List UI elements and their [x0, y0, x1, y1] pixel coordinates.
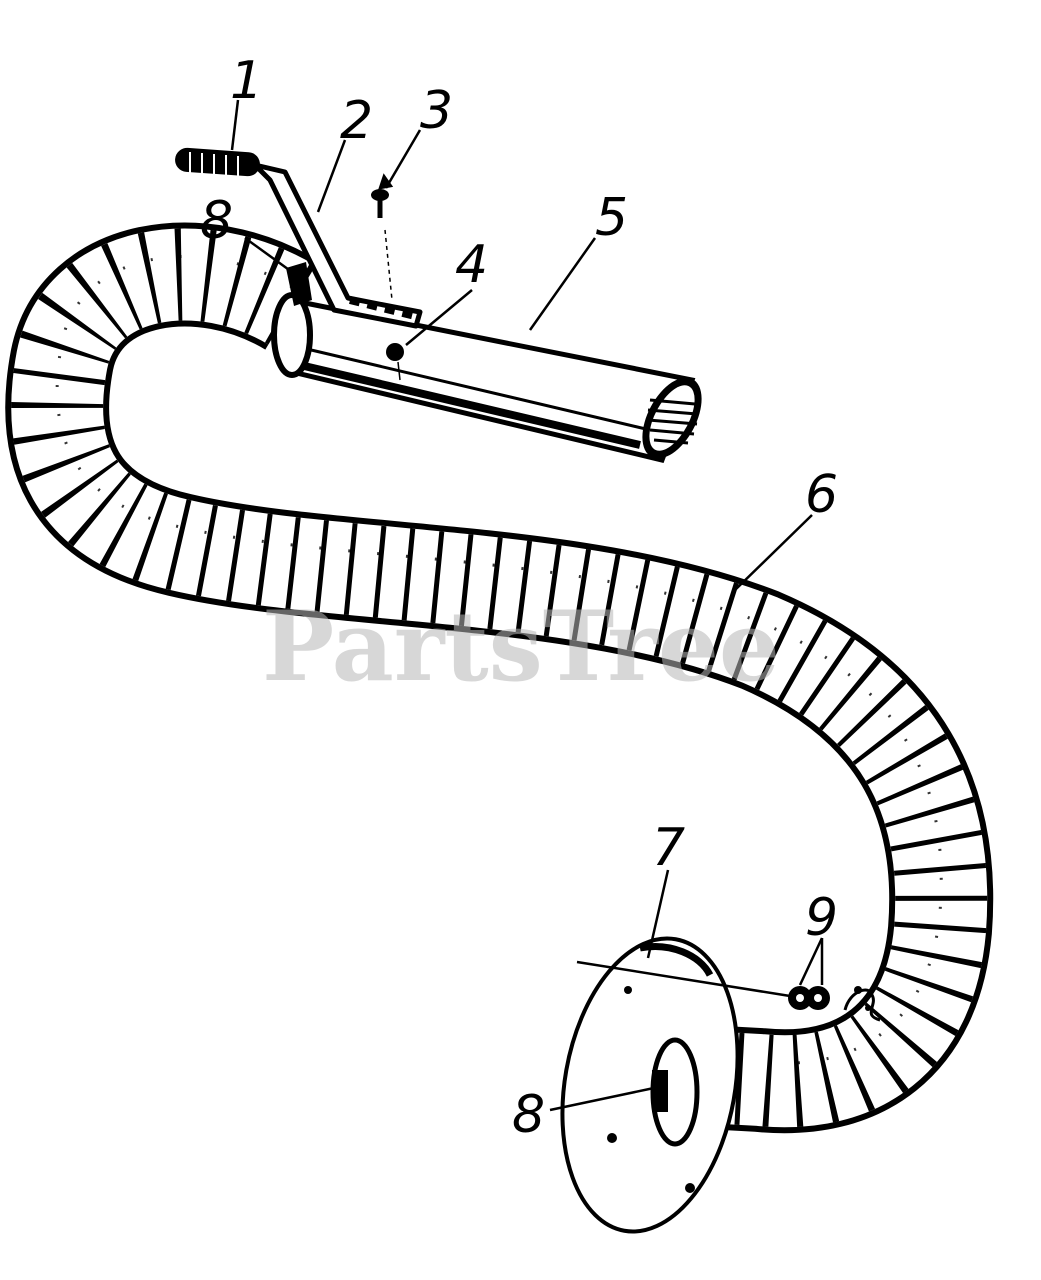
watermark-text: PartsTree: [262, 590, 780, 703]
callout-5: 5: [595, 188, 628, 248]
hose-clamp-bottom: [652, 1070, 668, 1112]
callout-7: 7: [652, 818, 685, 878]
callout-9: 9: [805, 888, 838, 948]
callout-8-bottom: 8: [512, 1085, 545, 1145]
callout-labels: 1 2 3 4 5 6 7 8 8 9: [200, 51, 838, 1145]
hose-clamp-top: [286, 262, 312, 306]
callout-1: 1: [230, 51, 263, 111]
handle-bar: [252, 162, 423, 329]
screw: [371, 189, 393, 301]
callout-2: 2: [340, 91, 373, 151]
handle-grip: [175, 147, 260, 178]
flexible-hose: [5, 222, 994, 1134]
callout-3: 3: [420, 81, 453, 141]
callout-6: 6: [805, 465, 838, 525]
callout-4: 4: [455, 235, 488, 295]
mounting-flange: [560, 936, 740, 1234]
nozzle-tube: [271, 292, 702, 463]
leader-lines: [230, 99, 824, 1112]
nut: [386, 343, 404, 381]
fasteners: [788, 986, 881, 1022]
callout-8-top: 8: [200, 191, 233, 251]
